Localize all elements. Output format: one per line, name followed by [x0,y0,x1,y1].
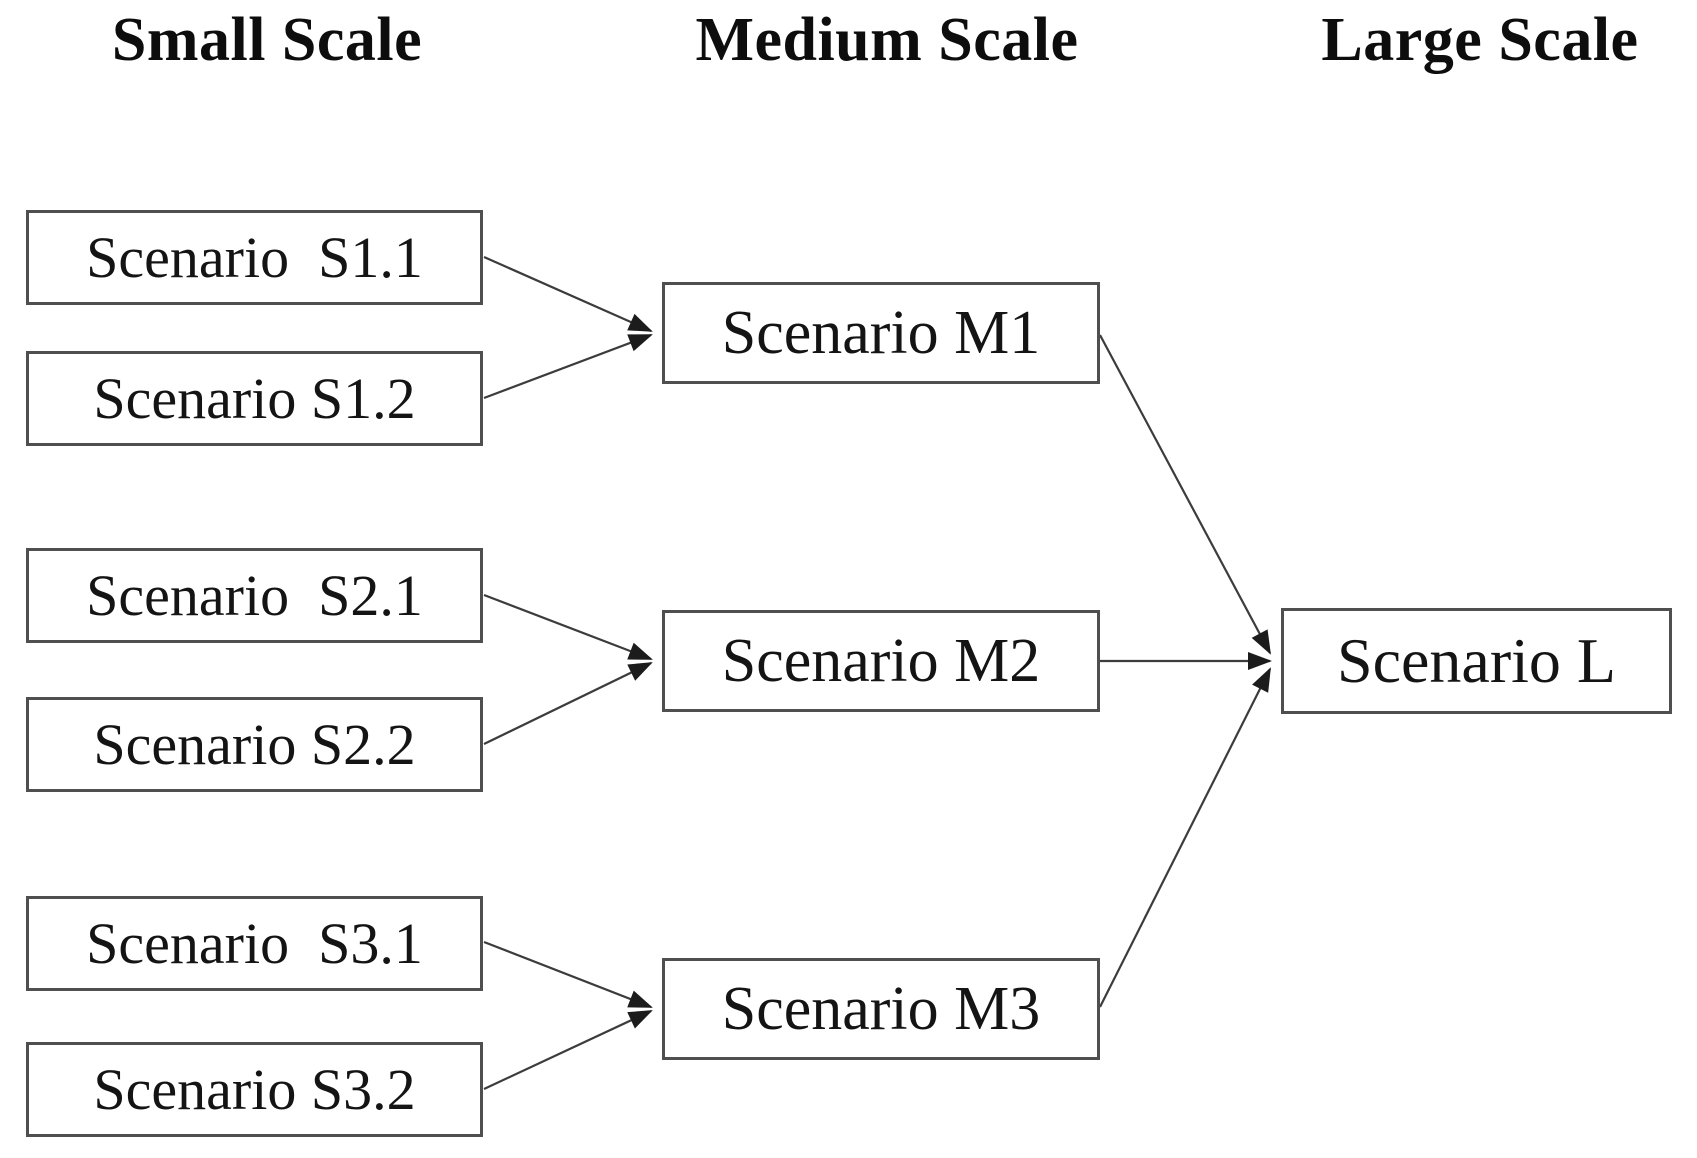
edge-m1-to-l [1099,334,1271,655]
edge-s2-1-to-m2 [483,593,653,661]
node-scenario-m1: Scenario M1 [662,282,1100,384]
node-scenario-s2-2: Scenario S2.2 [26,697,483,792]
node-scenario-s2-1: Scenario S2.1 [26,548,483,643]
column-header-small-scale: Small Scale [111,6,423,74]
edge-s3-1-to-m3 [483,940,653,1009]
node-scenario-m3: Scenario M3 [662,958,1100,1060]
node-scenario-s3-1: Scenario S3.1 [26,896,483,991]
column-header-large-scale: Large Scale [1321,6,1639,74]
edge-m3-to-l [1099,667,1271,1008]
node-scenario-s1-1: Scenario S1.1 [26,210,483,305]
node-scenario-l: Scenario L [1281,608,1672,714]
edge-s3-2-to-m3 [483,1010,653,1090]
node-scenario-m2: Scenario M2 [662,610,1100,712]
edge-s1-1-to-m1 [483,255,653,333]
node-scenario-s1-2: Scenario S1.2 [26,351,483,446]
edge-s1-2-to-m1 [483,333,653,400]
column-header-medium-scale: Medium Scale [695,6,1079,74]
edge-s2-2-to-m2 [483,662,653,745]
node-scenario-s3-2: Scenario S3.2 [26,1042,483,1137]
